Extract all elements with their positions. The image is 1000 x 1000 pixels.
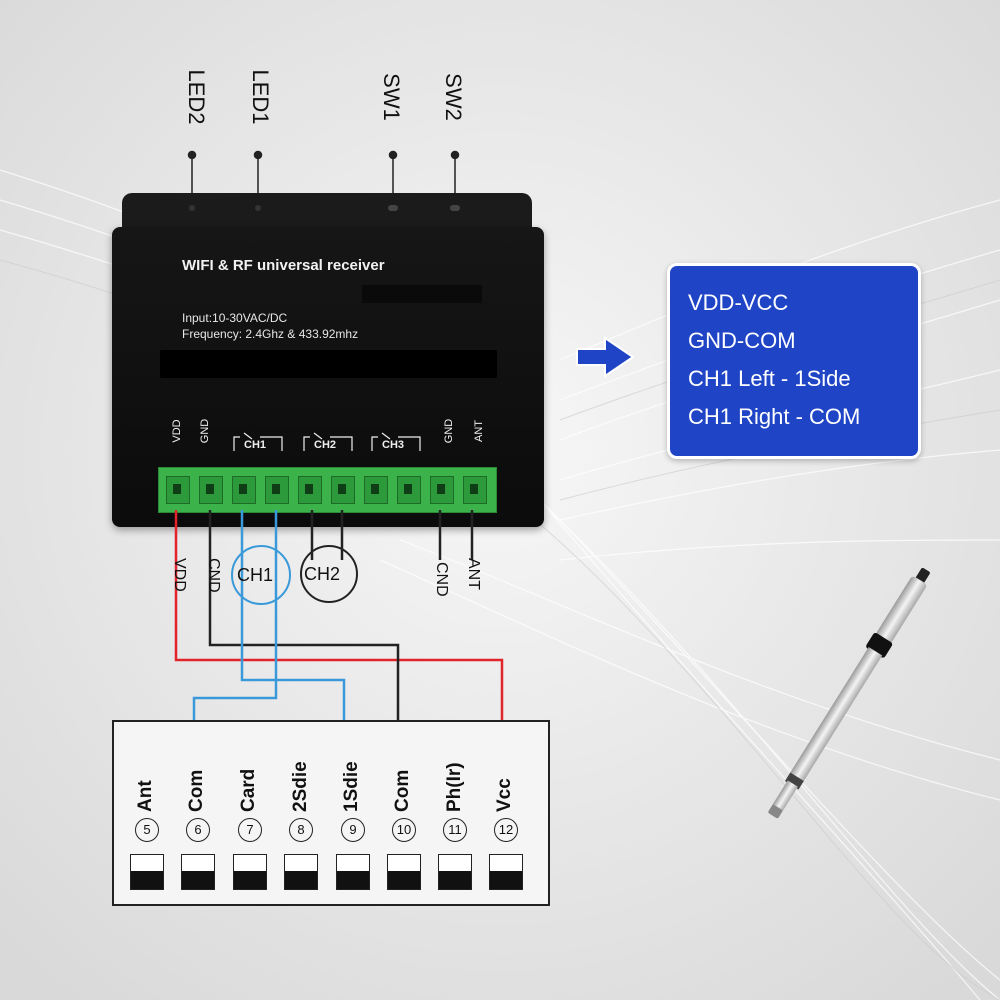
ch2-circle xyxy=(300,545,358,603)
device-frequency-spec: Frequency: 2.4Ghz & 433.92mhz xyxy=(182,327,359,341)
connector-terminal xyxy=(387,854,421,890)
device-input-spec: Input:10-30VAC/DC xyxy=(182,311,288,325)
info-line-3: CH1 Left - 1Side xyxy=(688,366,851,391)
terminal-screw xyxy=(331,476,355,504)
relay-symbols xyxy=(233,432,421,451)
terminal-screw xyxy=(265,476,289,504)
terminal-screw xyxy=(298,476,322,504)
connector-pin-label: 2Sdie xyxy=(290,761,311,812)
terminal-screw xyxy=(199,476,223,504)
wire-label-vdd: VDD xyxy=(171,558,188,592)
wire-label-ant: ANT xyxy=(465,558,482,590)
terminal-ch2-label: CH2 xyxy=(314,439,337,451)
terminal-block xyxy=(158,467,497,513)
connector-pin-label: Ph(Ir) xyxy=(444,762,465,812)
terminal-screw xyxy=(463,476,487,504)
connector-terminal xyxy=(336,854,370,890)
device-slot xyxy=(160,350,497,378)
terminal-ch1-label: CH1 xyxy=(244,439,267,451)
arrow-icon xyxy=(576,336,635,378)
receiver-device: WIFI & RF universal receiver Input:10-30… xyxy=(112,193,544,528)
connector-panel: Ant Com Card 2Sdie 1Sdie Com Ph(Ir) Vcc … xyxy=(112,720,550,906)
connector-terminal xyxy=(181,854,215,890)
wire-label-cnd-right: CND xyxy=(433,562,450,597)
connector-pin-label: Com xyxy=(186,769,207,812)
connector-pin-number: 7 xyxy=(238,818,262,842)
device-label-sticker xyxy=(362,285,482,303)
connector-terminal xyxy=(489,854,523,890)
linear-actuator-illustration xyxy=(768,567,930,819)
terminal-screw xyxy=(364,476,388,504)
info-line-4: CH1 Right - COM xyxy=(688,404,861,429)
connector-pin-number: 8 xyxy=(289,818,313,842)
connector-pin-label: Card xyxy=(238,768,259,812)
connector-pin-number: 11 xyxy=(443,818,467,842)
terminal-screw xyxy=(430,476,454,504)
terminal-screw xyxy=(232,476,256,504)
wire-gnd-black xyxy=(208,510,400,720)
sw1-button xyxy=(388,205,398,211)
ch1-circle-label: CH1 xyxy=(237,565,274,585)
terminal-ch3-label: CH3 xyxy=(382,439,405,451)
connector-pin-label: Ant xyxy=(135,780,156,812)
wiring-info-box: VDD-VCC GND-COM CH1 Left - 1Side CH1 Rig… xyxy=(667,263,921,459)
connector-terminal xyxy=(284,854,318,890)
connector-pin-number: 6 xyxy=(186,818,210,842)
connector-pin-label: Com xyxy=(392,769,413,812)
wire-label-cnd-left: CND xyxy=(205,558,222,593)
connector-pin-number: 10 xyxy=(392,818,416,842)
wire-vdd-red xyxy=(174,510,504,720)
led2-indicator xyxy=(189,205,195,211)
connector-pin-label: 1Sdie xyxy=(341,761,362,812)
device-top-cap xyxy=(122,193,532,233)
sw2-button xyxy=(450,205,460,211)
connector-pin-number: 5 xyxy=(135,818,159,842)
terminal-screw xyxy=(166,476,190,504)
device-title: WIFI & RF universal receiver xyxy=(182,257,385,274)
info-line-1: VDD-VCC xyxy=(688,290,789,315)
led1-indicator xyxy=(255,205,261,211)
connector-terminal xyxy=(438,854,472,890)
connector-pin-number: 12 xyxy=(494,818,518,842)
connector-terminal xyxy=(130,854,164,890)
connector-pin-number: 9 xyxy=(341,818,365,842)
info-line-2: GND-COM xyxy=(688,328,796,353)
ch1-circle xyxy=(231,545,291,605)
wire-ch1-right-blue xyxy=(192,510,278,720)
wire-ch1-left-blue xyxy=(240,510,346,720)
connector-pin-label: Vcc xyxy=(494,778,515,812)
ch2-circle-label: CH2 xyxy=(304,564,341,584)
terminal-screw xyxy=(397,476,421,504)
connector-terminal xyxy=(233,854,267,890)
